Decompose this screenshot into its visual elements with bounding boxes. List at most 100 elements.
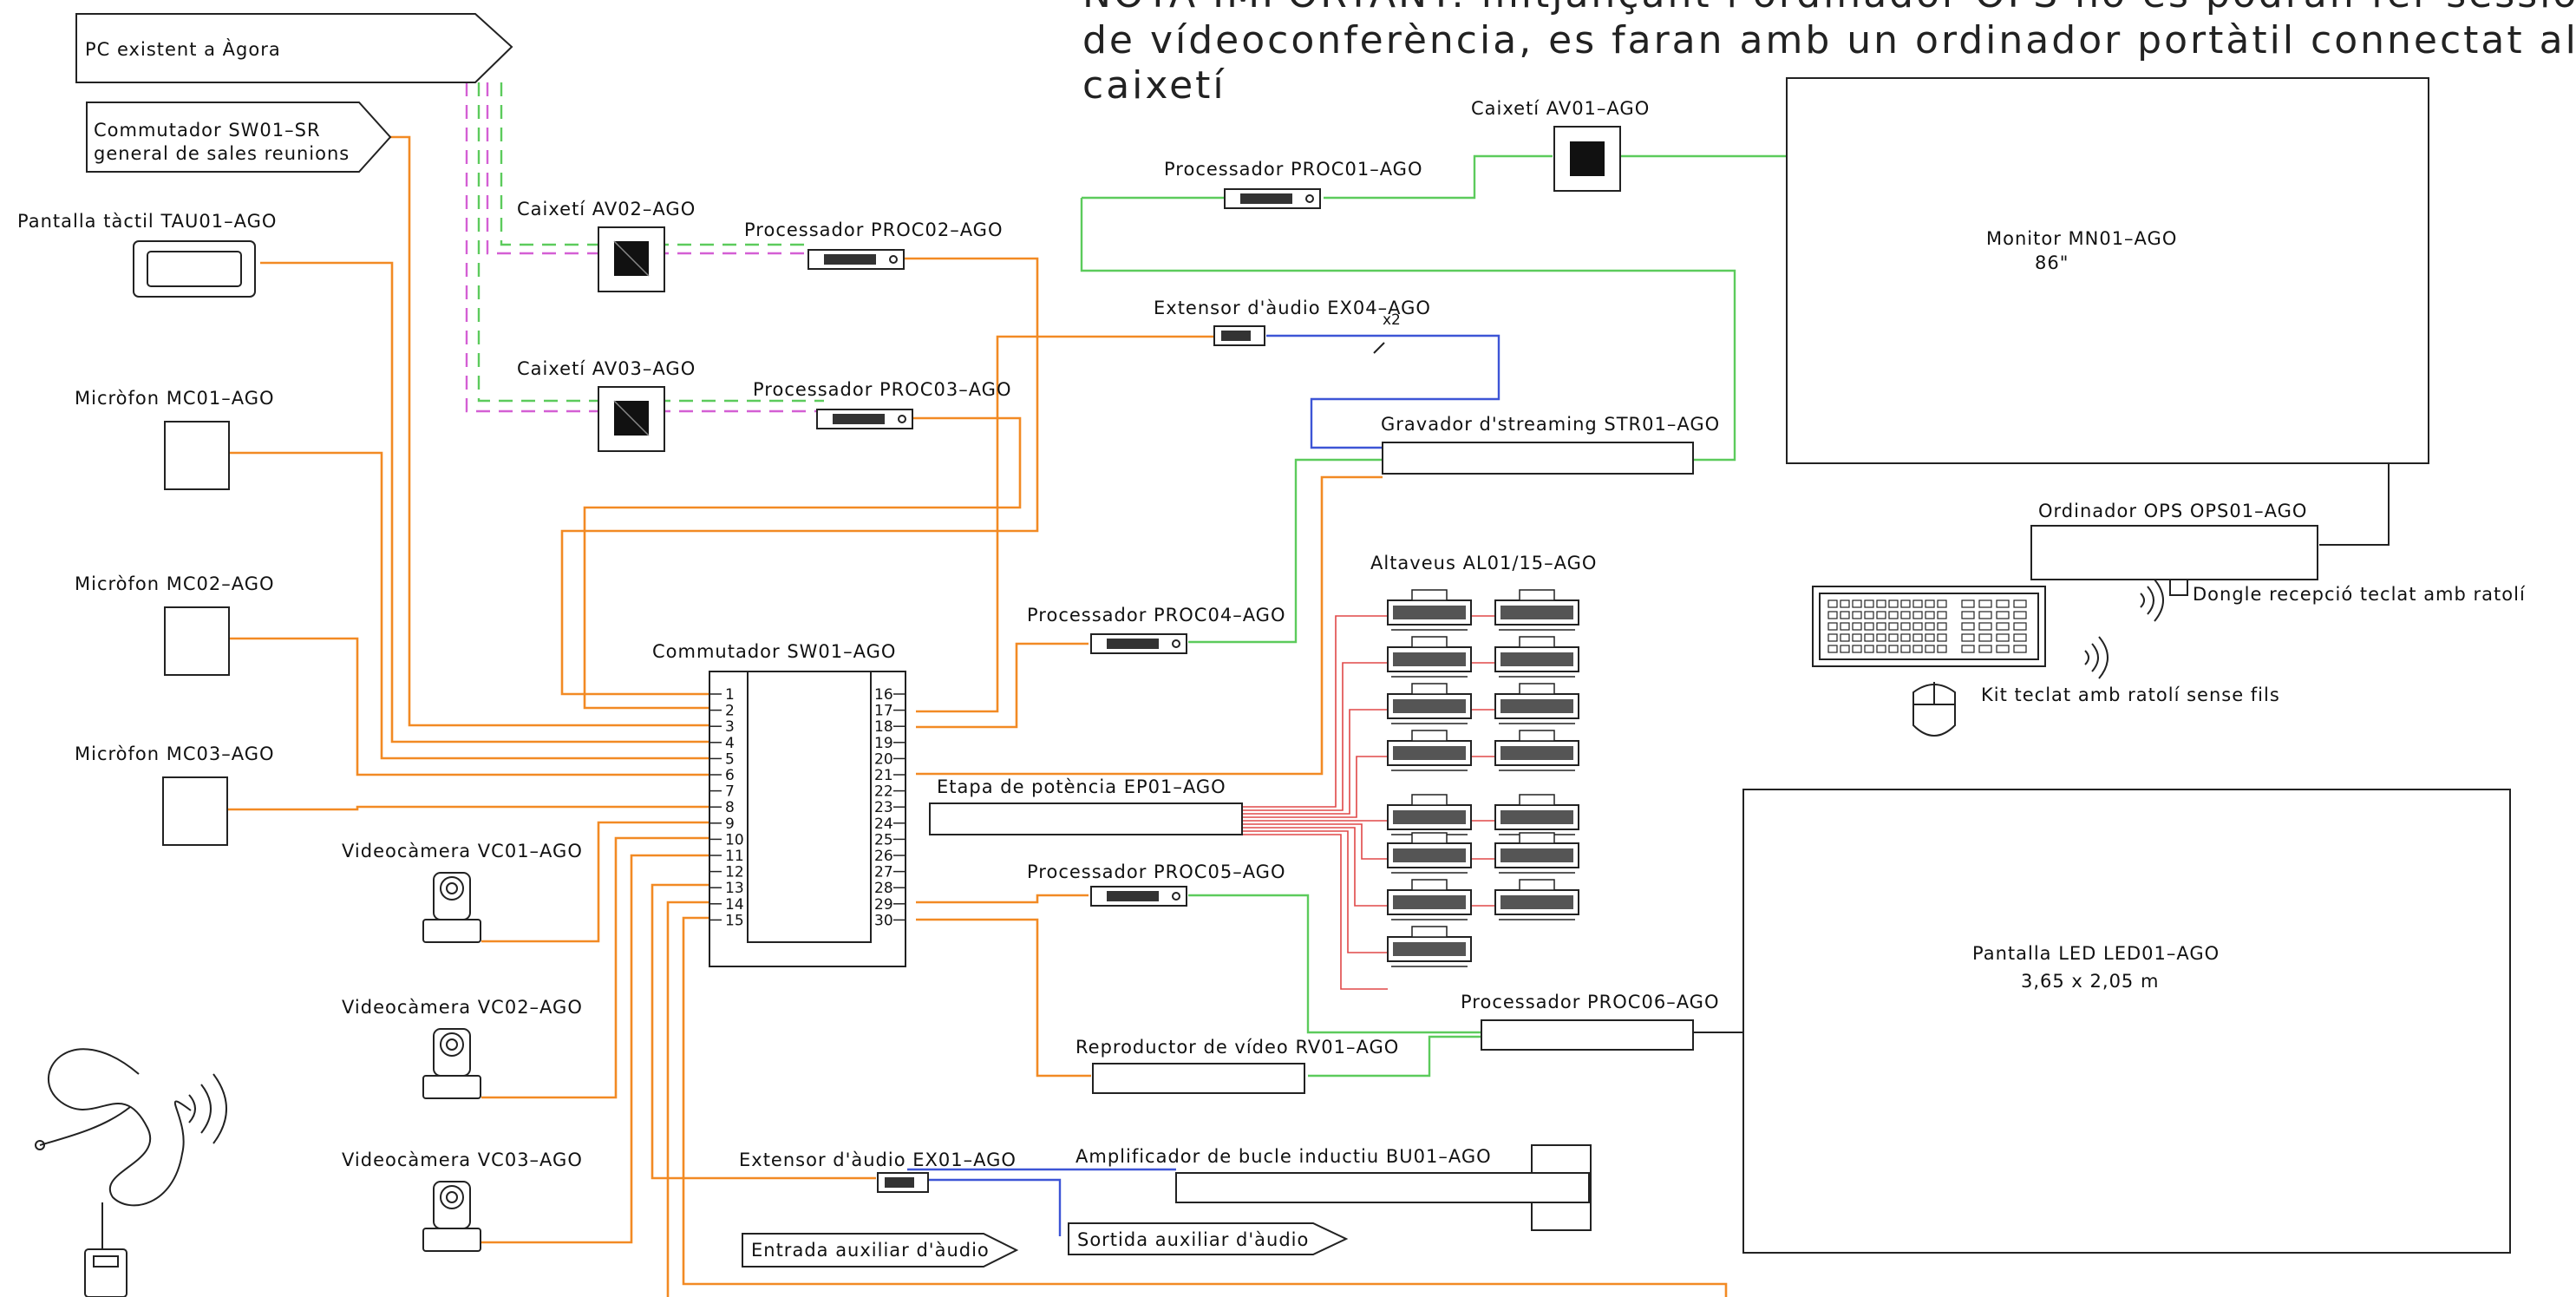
speaker-icon	[1387, 730, 1472, 771]
keyboard-key	[1852, 599, 1862, 608]
keyboard-key	[1996, 645, 2010, 653]
keyboard-key	[1864, 633, 1874, 642]
keyboard-key	[1912, 645, 1923, 653]
keyboard-key	[1864, 611, 1874, 619]
proc06-label: Processador PROC06–AGO	[1461, 992, 1720, 1012]
keyboard-key	[1996, 599, 2010, 608]
keyboard-key	[1876, 645, 1886, 653]
switch-port-label: 8	[725, 799, 735, 816]
keyboard-key	[1888, 611, 1899, 619]
kit-label: Kit teclat amb ratolí sense fils	[1981, 685, 2280, 705]
keyboard-key	[1888, 633, 1899, 642]
keyboard-key	[1978, 645, 1992, 653]
str01-label: Gravador d'streaming STR01–AGO	[1381, 414, 1720, 435]
switch-port-label: 26	[874, 848, 893, 865]
mic3-label: Micròfon MC03–AGO	[75, 743, 275, 764]
keyboard-key	[1937, 611, 1947, 619]
keyboard-key	[1852, 622, 1862, 631]
switch-port-label: 19	[874, 735, 893, 752]
keyboard-key	[1978, 611, 1992, 619]
processor-proc02: Processador PROC02–AGO	[744, 219, 1004, 270]
monitor-label-1: Monitor MN01–AGO	[1986, 228, 2177, 249]
green-links	[1080, 154, 1787, 1078]
keyboard-key	[1978, 599, 1992, 608]
switch-port-label: 11	[725, 848, 744, 865]
keyboard-key	[1876, 633, 1886, 642]
keyboard-key	[1888, 599, 1899, 608]
switch-port-label: 16	[874, 686, 893, 704]
camera-icon	[422, 872, 481, 943]
keyboard-key	[1912, 599, 1923, 608]
led-label-2: 3,65 x 2,05 m	[2021, 971, 2159, 992]
audio-extender-ex04: Extensor d'àudio EX04–AGO x2	[1154, 298, 1431, 346]
proc01-label: Processador PROC01–AGO	[1164, 159, 1423, 180]
speaker-icon	[1387, 794, 1472, 835]
keyboard-key	[1840, 599, 1850, 608]
keyboard-key	[1827, 599, 1838, 608]
pc-agora-label: PC existent a Àgora	[85, 38, 281, 60]
caixeti-av01: Caixetí AV01–AGO	[1471, 98, 1649, 192]
wireless-kit: Kit teclat amb ratolí sense fils	[1912, 636, 2280, 737]
switch-port-label: 12	[725, 864, 744, 881]
keyboard-key	[1925, 599, 1935, 608]
keyboard-key	[1996, 622, 2010, 631]
keyboard-key	[1912, 633, 1923, 642]
keyboard-key	[1840, 645, 1850, 653]
speaker-icon	[1494, 636, 1579, 678]
proc03-label: Processador PROC03–AGO	[753, 379, 1012, 400]
keyboard-key	[1840, 622, 1850, 631]
keyboard-key	[1876, 622, 1886, 631]
ops-label: Ordinador OPS OPS01–AGO	[2038, 501, 2307, 521]
ep01-label: Etapa de potència EP01–AGO	[937, 776, 1226, 797]
speaker-icon	[1494, 832, 1579, 874]
av02-label: Caixetí AV02–AGO	[517, 199, 696, 219]
sw01-sr-label-1: Commutador SW01–SR	[94, 120, 321, 141]
aux-audio-output-tag: Sortida auxiliar d'àudio	[1068, 1222, 1349, 1255]
keyboard-key	[1864, 622, 1874, 631]
keyboard-key	[1961, 599, 1975, 608]
mic-mc01: Micròfon MC01–AGO	[75, 388, 275, 490]
aux-audio-input-tag: Entrada auxiliar d'àudio	[742, 1233, 1019, 1268]
keyboard-key	[1827, 633, 1838, 642]
keyboard-key	[1864, 599, 1874, 608]
switch-port-label: 18	[874, 718, 893, 736]
ex04-x2: x2	[1383, 311, 1401, 329]
switch-label: Commutador SW01–AGO	[652, 641, 896, 662]
caixeti-av02: Caixetí AV02–AGO	[517, 199, 696, 292]
proc02-label: Processador PROC02–AGO	[744, 219, 1004, 240]
cam1-label: Videocàmera VC01–AGO	[342, 841, 583, 861]
note-line-1: NOTA IMPORTANT: mitjançant l'ordinador O…	[1082, 0, 2576, 16]
touch-panel-label: Pantalla tàctil TAU01–AGO	[17, 211, 277, 232]
speaker-icon	[1387, 683, 1472, 724]
keyboard-key	[1996, 611, 2010, 619]
aux-in-label: Entrada auxiliar d'àudio	[751, 1240, 990, 1261]
mic-mc02: Micròfon MC02–AGO	[75, 573, 274, 676]
camera-vc02: Videocàmera VC02–AGO	[342, 997, 583, 1099]
note-line-2: de vídeoconferència, es faran amb un ord…	[1082, 18, 2576, 62]
keyboard-key	[1900, 633, 1911, 642]
dongle-label: Dongle recepció teclat amb ratolí	[2193, 584, 2526, 605]
proc05-label: Processador PROC05–AGO	[1027, 861, 1286, 882]
switch-port-label: 10	[725, 831, 744, 848]
bu01-label: Amplificador de bucle inductiu BU01–AGO	[1076, 1146, 1492, 1167]
note-line-3: caixetí	[1082, 63, 1226, 108]
mic1-label: Micròfon MC01–AGO	[75, 388, 275, 409]
mic-mc03: Micròfon MC03–AGO	[75, 743, 275, 846]
switch-port-label: 9	[725, 816, 735, 833]
led-label-1: Pantalla LED LED01–AGO	[1972, 943, 2220, 964]
ex04-label: Extensor d'àudio EX04–AGO	[1154, 298, 1431, 318]
cam2-label: Videocàmera VC02–AGO	[342, 997, 583, 1018]
keyboard-key	[1912, 611, 1923, 619]
keyboard-key	[2013, 611, 2027, 619]
keyboard-key	[1827, 611, 1838, 619]
cam3-label: Videocàmera VC03–AGO	[342, 1150, 583, 1170]
switch-port-label: 7	[725, 783, 735, 801]
mouse-icon	[1912, 682, 1956, 737]
caixeti-av03: Caixetí AV03–AGO	[517, 358, 695, 452]
speaker-icon	[1494, 879, 1579, 920]
wireless-headset-icon	[35, 1048, 227, 1297]
aux-out-label: Sortida auxiliar d'àudio	[1077, 1229, 1309, 1250]
keyboard-key	[1961, 611, 1975, 619]
keyboard-key	[1937, 633, 1947, 642]
